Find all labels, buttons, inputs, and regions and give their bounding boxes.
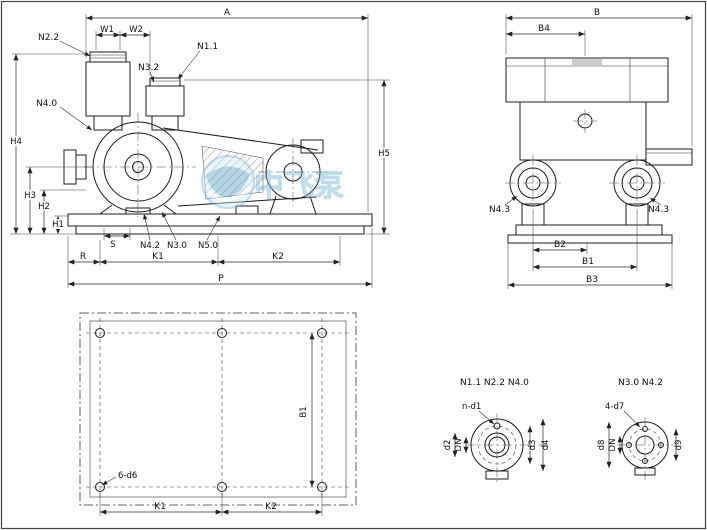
dim-label-P: P bbox=[218, 274, 224, 284]
base-plate bbox=[67, 213, 373, 235]
dim-label-B2: B2 bbox=[554, 240, 566, 250]
side-pump-housing-left bbox=[505, 155, 561, 211]
flange-detail-2: N3.0 N4.2 4-d7 d8 DN d9 bbox=[597, 378, 684, 480]
foundation-plan-view: B1 6-d6 K1 K2 bbox=[79, 312, 357, 516]
dim-label-B4: B4 bbox=[538, 24, 550, 34]
inlet-flange-assembly bbox=[145, 77, 185, 131]
dim-label-H2: H2 bbox=[38, 202, 50, 212]
dim-label-B1-plan: B1 bbox=[299, 406, 309, 417]
dim-label-d2: d2 bbox=[443, 440, 453, 451]
foundation-outline bbox=[79, 312, 357, 506]
flange2-title: N3.0 N4.2 bbox=[618, 378, 663, 388]
flange-detail-1: N1.1 N2.2 N4.0 n-d1 d2 DN d3 d4 bbox=[443, 378, 551, 482]
watermark-swirl bbox=[206, 166, 250, 198]
label-N4.3-left: N4.3 bbox=[489, 205, 510, 215]
label-4-d7: 4-d7 bbox=[605, 402, 624, 412]
dim-A: A bbox=[85, 8, 369, 212]
dim-label-DN-1: DN bbox=[454, 439, 464, 452]
label-n-d1: n-d1 bbox=[462, 402, 481, 412]
top-valve-assembly bbox=[85, 51, 131, 131]
flange1-title: N1.1 N2.2 N4.0 bbox=[460, 378, 529, 388]
dim-label-H3: H3 bbox=[24, 191, 36, 201]
dim-label-d4: d4 bbox=[541, 440, 551, 451]
dim-label-W1: W1 bbox=[100, 25, 114, 35]
side-body bbox=[505, 57, 693, 244]
dim-label-A: A bbox=[224, 8, 231, 18]
side-pump-housing-right bbox=[609, 155, 665, 211]
dim-label-H1: H1 bbox=[52, 220, 64, 230]
drive-motor bbox=[235, 138, 328, 215]
label-N1.1: N1.1 bbox=[197, 42, 218, 52]
front-port-labels: N2.2 N3.2 N1.1 N4.0 bbox=[36, 33, 218, 131]
label-6-d6: 6-d6 bbox=[118, 471, 137, 481]
dim-label-K2-front: K2 bbox=[272, 252, 284, 262]
flange2-bolt-hole-right bbox=[658, 442, 664, 448]
label-N5.0: N5.0 bbox=[198, 241, 218, 251]
dim-label-K1-front: K1 bbox=[152, 252, 164, 262]
label-N2.2: N2.2 bbox=[38, 33, 59, 43]
dim-label-K2-plan: K2 bbox=[265, 502, 277, 512]
dim-label-S: S bbox=[110, 240, 115, 250]
dim-label-W2: W2 bbox=[129, 25, 143, 35]
dim-label-d8: d8 bbox=[597, 440, 607, 451]
flange1-bolt-hole bbox=[493, 422, 501, 430]
dims-side-bottom: B2 B1 B3 bbox=[507, 211, 673, 289]
dim-label-DN-2: DN bbox=[608, 439, 618, 452]
front-view: A W1 W2 N2.2 N3.2 N1.1 N4.0 bbox=[8, 8, 393, 288]
dim-label-H4: H4 bbox=[10, 137, 22, 147]
flange2-bolt-hole-top bbox=[642, 426, 648, 432]
dim-label-d9: d9 bbox=[674, 440, 684, 451]
bolt-callout: 6-d6 bbox=[101, 471, 137, 486]
dim-label-H5: H5 bbox=[378, 149, 390, 159]
dims-left-heights: H4 H3 H2 H1 bbox=[8, 53, 93, 235]
dims-plan-bottom: K1 K2 bbox=[99, 492, 323, 516]
dim-B: B bbox=[505, 8, 693, 146]
anchor-bolt-holes bbox=[95, 328, 327, 492]
dim-H5: H5 bbox=[184, 79, 393, 235]
dim-W1-W2: W1 W2 bbox=[95, 25, 151, 76]
dim-label-R: R bbox=[80, 252, 86, 262]
side-port-labels: N4.3 N4.3 bbox=[489, 195, 669, 215]
dim-label-B1-side: B1 bbox=[582, 257, 594, 267]
label-N3.2: N3.2 bbox=[138, 63, 159, 73]
dim-label-B3: B3 bbox=[586, 275, 598, 285]
belt-guard bbox=[162, 127, 319, 207]
watermark-text: 中飞泵 bbox=[254, 169, 344, 204]
label-N4.0: N4.0 bbox=[36, 99, 57, 109]
label-N4.2: N4.2 bbox=[140, 241, 160, 251]
flange2-bolt-hole-left bbox=[626, 442, 632, 448]
watermark-swoosh bbox=[206, 186, 252, 201]
front-bottom-labels: S N4.2 N3.0 N5.0 bbox=[103, 211, 221, 251]
dim-label-d3: d3 bbox=[528, 440, 538, 451]
dim-label-K1-plan: K1 bbox=[154, 502, 166, 512]
dims-bottom: R K1 K2 P bbox=[67, 228, 373, 288]
flange2-bolt-hole-bottom bbox=[642, 458, 648, 464]
label-N3.0: N3.0 bbox=[167, 241, 187, 251]
dim-label-B: B bbox=[594, 8, 600, 18]
watermark-globe bbox=[201, 155, 255, 209]
dim-B4: B4 bbox=[505, 24, 586, 56]
dim-B1-plan: B1 bbox=[299, 333, 315, 487]
watermark: 中飞泵 bbox=[201, 155, 344, 209]
side-view: B B4 N4.3 N4.3 B2 B1 B3 bbox=[489, 8, 693, 289]
label-N4.3-right: N4.3 bbox=[648, 205, 669, 215]
